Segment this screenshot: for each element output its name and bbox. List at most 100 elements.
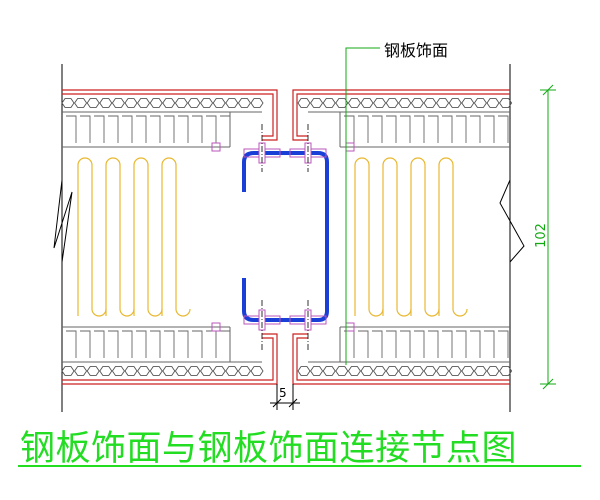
hex-cell <box>187 366 201 376</box>
block-mark <box>498 330 509 358</box>
insulation-wave <box>438 157 468 317</box>
hex-cell <box>373 98 387 108</box>
block-mark <box>80 330 91 358</box>
hex-cell <box>237 366 251 376</box>
block-mark <box>372 115 383 143</box>
hex-cell <box>111 366 125 376</box>
block-mark <box>122 115 133 143</box>
block-mark <box>192 115 203 143</box>
hex-cell <box>373 366 387 376</box>
fastener-clip <box>211 142 221 152</box>
panel-boundary-lines <box>61 64 511 412</box>
block-mark <box>80 115 91 143</box>
hex-cell <box>137 366 151 376</box>
insulation-wave <box>77 157 107 317</box>
block-mark <box>108 330 119 358</box>
hex-cell <box>423 366 437 376</box>
insulation-core <box>77 157 468 317</box>
block-mark <box>372 330 383 358</box>
hex-cell <box>250 366 264 376</box>
insulation-wave <box>161 157 191 317</box>
block-mark <box>178 330 189 358</box>
hex-cell <box>297 98 311 108</box>
hex-cell <box>335 366 349 376</box>
block-mark <box>386 330 397 358</box>
hex-cell <box>398 98 412 108</box>
callout-label: 钢板饰面 <box>384 41 449 60</box>
hex-cell <box>86 366 100 376</box>
dimension-102-text: 102 <box>533 222 549 248</box>
block-mark <box>400 330 411 358</box>
block-mark <box>178 115 189 143</box>
block-layer-bottom <box>66 330 509 358</box>
block-mark <box>164 115 175 143</box>
block-mark <box>358 115 369 143</box>
block-mark <box>94 115 105 143</box>
hex-cell <box>149 366 163 376</box>
block-mark <box>136 115 147 143</box>
hex-cell <box>61 98 75 108</box>
dimension-5-text: 5 <box>279 386 287 400</box>
block-mark <box>108 115 119 143</box>
hex-cell <box>200 366 214 376</box>
hex-cell <box>86 98 100 108</box>
block-mark <box>344 115 355 143</box>
hex-cell <box>347 98 361 108</box>
hex-cell <box>137 98 151 108</box>
hex-cell <box>499 366 513 376</box>
block-mark <box>164 330 175 358</box>
hex-cell <box>310 366 324 376</box>
hex-cell <box>436 366 450 376</box>
hex-cell <box>360 366 374 376</box>
hex-cell <box>385 98 399 108</box>
hex-cell <box>162 366 176 376</box>
hex-cell <box>111 98 125 108</box>
hex-cell <box>99 366 113 376</box>
block-mark <box>456 115 467 143</box>
drawing-title: 钢板饰面与钢板饰面连接节点图 <box>20 429 518 469</box>
hex-cell <box>347 366 361 376</box>
hex-cell <box>61 366 75 376</box>
hex-cell <box>212 98 226 108</box>
top-steel-skin <box>62 89 510 141</box>
block-mark <box>220 115 231 143</box>
hex-cell <box>124 98 138 108</box>
insulation-wave <box>354 157 384 317</box>
block-mark <box>470 115 481 143</box>
honeycomb-top <box>61 98 513 108</box>
hex-cell <box>124 366 138 376</box>
fastener-clip <box>211 322 221 332</box>
hex-cell <box>212 366 226 376</box>
block-mark <box>386 115 397 143</box>
block-mark <box>94 330 105 358</box>
insulation-wave <box>382 157 412 317</box>
honeycomb-bottom <box>61 366 513 376</box>
hex-cell <box>250 98 264 108</box>
hex-cell <box>486 98 500 108</box>
block-mark <box>442 115 453 143</box>
break-marks <box>53 179 525 263</box>
callout-leader <box>345 47 380 365</box>
hex-cell <box>335 98 349 108</box>
hex-cell <box>398 366 412 376</box>
title-underline <box>18 465 581 467</box>
hex-cell <box>174 98 188 108</box>
hex-cell <box>322 366 336 376</box>
block-mark <box>122 330 133 358</box>
block-mark <box>220 330 231 358</box>
hex-cell <box>448 98 462 108</box>
hex-cell <box>237 98 251 108</box>
hex-cell <box>74 366 88 376</box>
steel-channel <box>242 151 329 322</box>
hex-cell <box>297 366 311 376</box>
block-mark <box>400 115 411 143</box>
hex-cell <box>74 98 88 108</box>
block-mark <box>470 330 481 358</box>
block-mark <box>414 330 425 358</box>
hex-cell <box>310 98 324 108</box>
block-mark <box>414 115 425 143</box>
hex-cell <box>187 98 201 108</box>
hex-cell <box>473 98 487 108</box>
layer-lines <box>62 111 510 363</box>
dimension-5-line <box>270 384 300 410</box>
